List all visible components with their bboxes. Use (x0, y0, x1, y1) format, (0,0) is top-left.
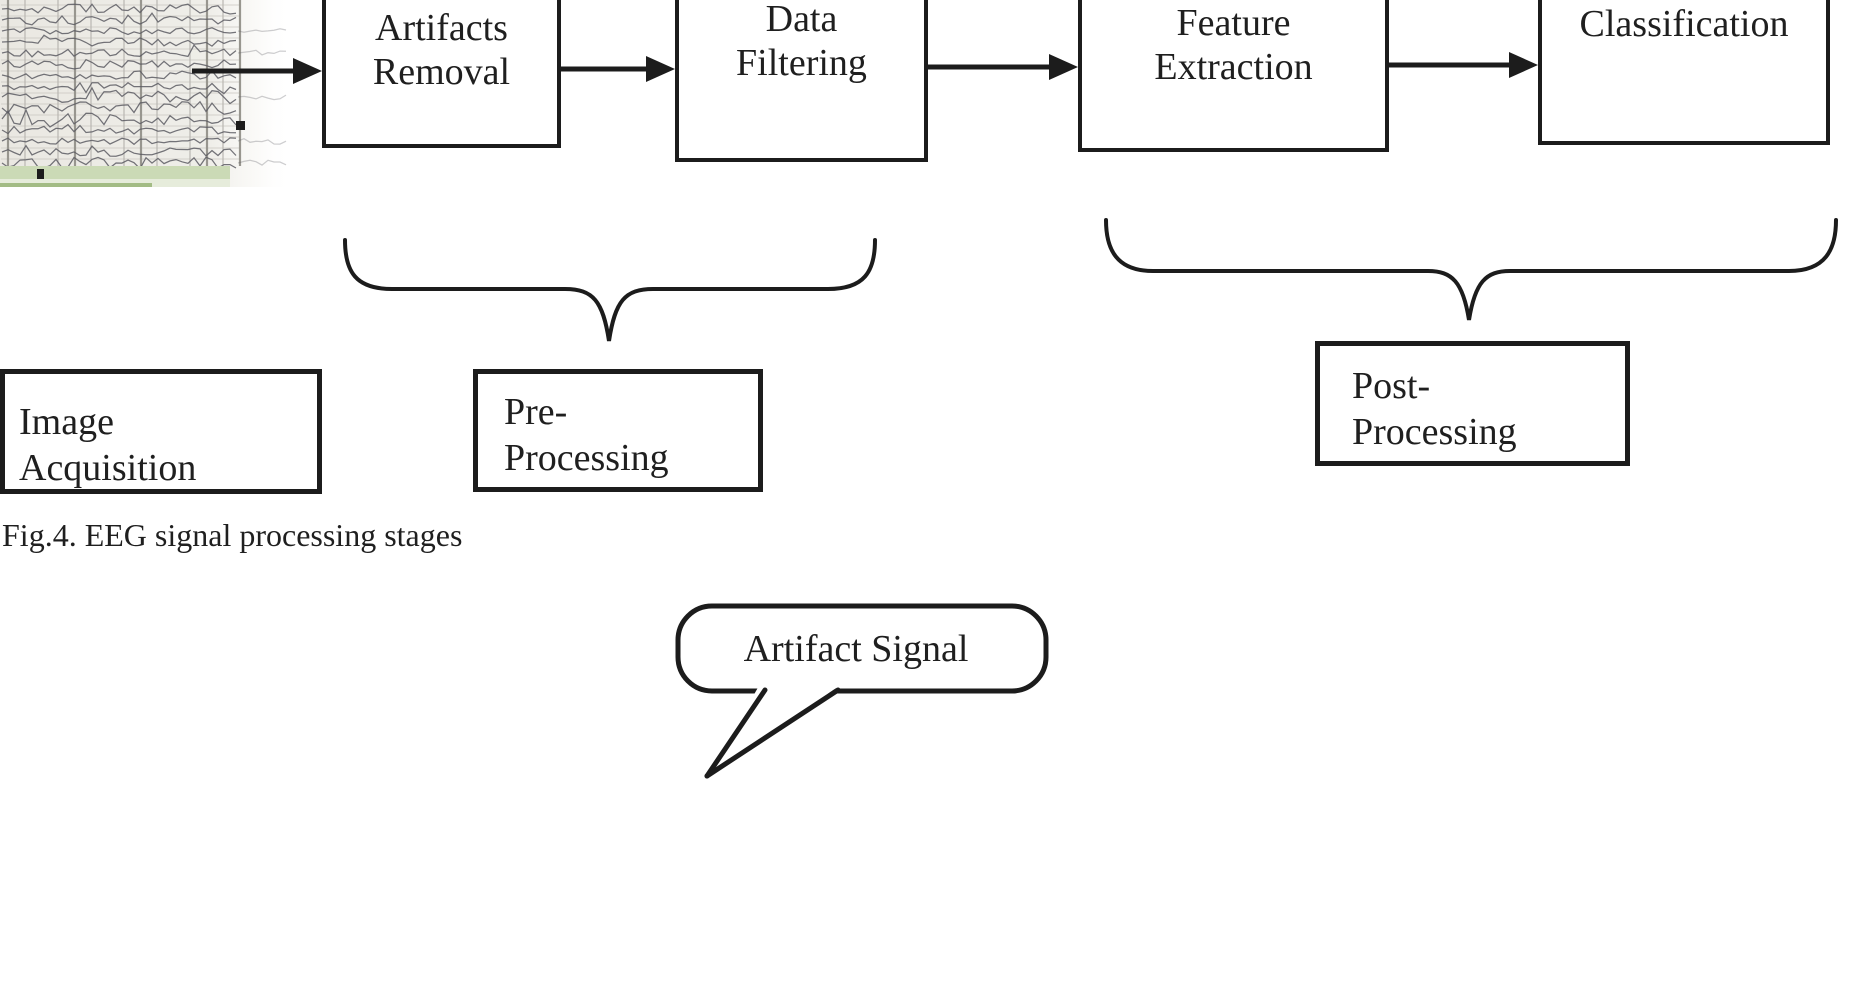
arrow-artifacts-to-filtering-icon (561, 56, 675, 82)
post-processing-brace-icon (1104, 218, 1838, 321)
box-feature-extraction: Feature Extraction (1078, 0, 1389, 152)
box-pre-processing-line1: Pre- (504, 391, 568, 433)
box-post-processing: Post- Processing (1315, 341, 1630, 466)
box-data-filtering-line2: Filtering (736, 42, 867, 84)
callout-label: Artifact Signal (744, 628, 969, 670)
box-pre-processing: Pre- Processing (473, 369, 763, 492)
box-classification-line1: Classification (1579, 3, 1789, 45)
box-image-acquisition: Image Acquisition (0, 369, 322, 494)
box-artifacts-removal-line1: Artifacts (375, 7, 508, 49)
box-classification: Classification (1538, 0, 1830, 145)
figure-caption: Fig.4. EEG signal processing stages (2, 517, 463, 553)
arrow-filtering-to-feature-icon (928, 54, 1078, 80)
artifact-signal-callout: Artifact Signal (675, 603, 1049, 779)
box-artifacts-removal-line2: Removal (372, 51, 511, 93)
arrow-feature-to-classification-icon (1389, 52, 1538, 78)
box-pre-processing-line2: Processing (504, 437, 669, 479)
box-data-filtering-line1: Data (765, 0, 838, 40)
pre-processing-brace-icon (343, 238, 877, 342)
box-artifacts-removal: Artifacts Removal (322, 0, 561, 148)
arrow-eeg-to-artifacts-removal-icon (192, 58, 322, 84)
box-post-processing-line2: Processing (1352, 411, 1517, 453)
box-post-processing-line1: Post- (1352, 365, 1431, 407)
box-image-acquisition-line2: Acquisition (19, 447, 197, 489)
box-data-filtering: Data Filtering (675, 0, 928, 162)
box-feature-extraction-line1: Feature (1176, 2, 1291, 44)
eeg-signal-image (0, 0, 292, 187)
box-feature-extraction-line2: Extraction (1154, 46, 1313, 88)
box-image-acquisition-line1: Image (19, 401, 114, 443)
